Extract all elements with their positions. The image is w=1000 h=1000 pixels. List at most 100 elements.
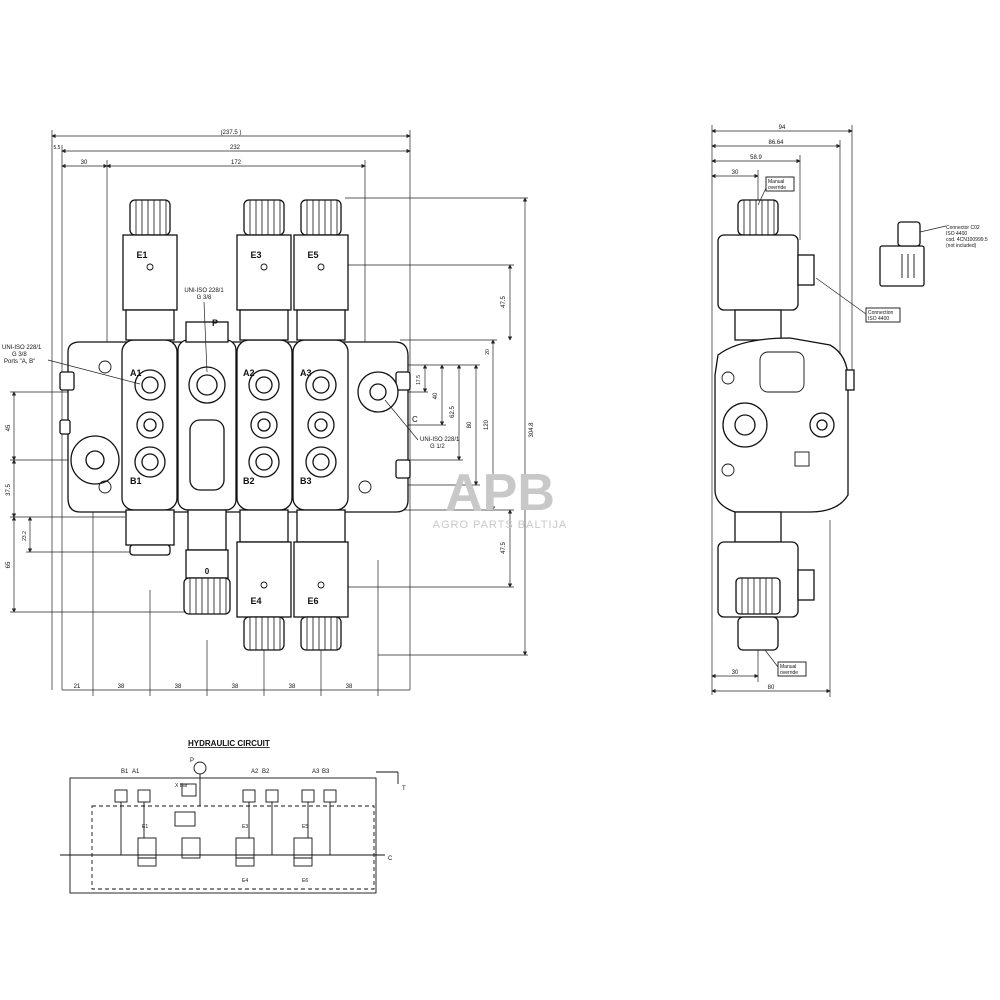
note-manual-override-bottom: Manual override [764,649,807,677]
relief-valve-knob: 0 [183,509,231,615]
dim-d: 17.5 [416,375,422,385]
manual-cap-section-1 [125,509,175,556]
front-view: (237.5 ) 232 5.5 30 172 21 38 [2,130,535,696]
note-top-port-line2: G 3/8 [197,295,212,301]
knob-label: 0 [205,567,210,576]
side-dim-bottom-1: 30 [732,670,739,676]
solenoid-e6: E6 [293,509,349,651]
side-connection-bottom [797,569,815,601]
dim-lower: 47.5 [501,542,507,554]
dim-a: 80 [467,421,473,428]
dim-bottom-2: 38 [118,684,125,690]
port-label-p: P [212,318,218,328]
note-c-port-line1: UNI-ISO 228/1 [420,437,460,443]
side-bottom-dimensions: 30 80 [711,520,831,697]
hc-label-c: C [388,856,393,862]
port-label-a2: A2 [243,368,255,378]
note-manual-override-top-l2: override [768,185,786,191]
hc-label-e4: E4 [242,878,248,884]
front-top-dimensions: (237.5 ) 232 5.5 30 172 [51,130,411,690]
dim-inner: 172 [231,160,242,166]
hc-section-3: A3 B3 E5 E6 [293,769,337,884]
dim-bottom-5: 38 [289,684,296,690]
port-label-a3: A3 [300,368,312,378]
front-right-dimensions: 304.8 47.5 47.5 120 80 62.5 40 17.5 20 [345,197,535,656]
dim-overall: 232 [230,145,241,151]
dim-upper: 47.5 [501,296,507,308]
side-dim-3: 58.9 [750,155,762,161]
watermark-logo: APB AGRO PARTS BALTIJA [433,464,568,531]
note-connector-l4: (not included) [946,243,977,249]
coil-label-e6: E6 [307,596,318,606]
hc-label-t: T [402,786,406,792]
coil-label-e3: E3 [250,250,261,260]
dim-left-c: 23.2 [22,531,28,541]
dim-c: 40 [433,392,439,399]
section-2 [236,339,293,511]
port-label-a1: A1 [130,368,142,378]
dim-total-height: 304.8 [529,422,535,438]
note-connection: Connection ISO 4400 [815,277,901,323]
note-connector-l1: Connector C02 [946,225,980,231]
port-label-b2: B2 [243,476,255,486]
side-dim-bottom-2: 80 [768,685,775,691]
note-connector-l3: cod. 4CN100999.5 [946,237,988,243]
dim-bottom-3: 38 [175,684,182,690]
dim-small-offset: 5.5 [54,145,61,151]
port-label-c: C [412,415,418,424]
dim-bottom-6: 38 [346,684,353,690]
note-work-ports: UNI-ISO 228/1 G 3/8 Ports "A, B" [2,345,141,385]
note-manual-override-top-l1: Manual [768,179,784,185]
section-inlet [177,321,237,511]
dim-left-a: 45 [6,424,12,431]
port-label-b3: B3 [300,476,312,486]
side-dim-4: 30 [732,170,739,176]
hc-label-e3: E3 [242,824,248,830]
side-dim-2: 86.64 [768,140,784,146]
hc-section-2: A2 B2 E3 E4 [235,769,279,884]
side-top-dimensions: 94 86.64 58.9 30 [711,125,853,695]
hc-label-e5: E5 [302,824,308,830]
dim-bottom-4: 38 [232,684,239,690]
hc-label-a1: A1 [132,769,140,775]
solenoid-e3: E3 [236,199,292,341]
hc-label-e1: E1 [142,824,148,830]
dim-bottom-1: 21 [74,684,81,690]
side-body [714,337,849,513]
hc-label-a2: A2 [251,769,259,775]
note-c-port: UNI-ISO 228/1 G 1/2 [384,399,460,450]
dim-left-d: 65 [6,561,12,568]
note-work-ports-line1: UNI-ISO 228/1 [2,345,42,351]
hc-label-p: P [190,758,194,764]
dim-b: 62.5 [450,406,456,418]
hc-label-b2: B2 [262,769,270,775]
front-bottom-dimensions: 21 38 38 38 38 38 [62,500,410,696]
dim-e: 20 [485,349,491,355]
coil-label-e1: E1 [136,250,147,260]
hc-section-1: B1 A1 E1 [114,769,157,867]
note-manual-override-bottom-l1: Manual [780,664,796,670]
note-top-port-line1: UNI-ISO 228/1 [184,288,224,294]
note-c-port-line2: G 1/2 [430,444,445,450]
dim-body: 120 [484,419,490,430]
solenoid-e4: E4 [236,509,292,651]
side-dim-1: 94 [779,125,786,131]
note-connection-l2: ISO 4400 [868,316,889,322]
side-view: 94 86.64 58.9 30 30 80 [711,125,988,697]
hydraulic-circuit: HYDRAULIC CIRCUIT B1 A1 E1 P X Bar [60,739,406,894]
watermark-logo-text: APB [445,464,555,522]
hydraulic-circuit-title: HYDRAULIC CIRCUIT [188,739,270,748]
coil-label-e4: E4 [250,596,261,606]
dim-left-offset: 30 [81,160,88,166]
solenoid-e5: E5 [293,199,349,341]
side-connection-top [797,254,815,286]
note-connector-l2: ISO 4400 [946,231,967,237]
dim-overall-ref: (237.5 ) [221,130,242,136]
note-connector: Connector C02 ISO 4400 cod. 4CN100999.5 … [879,221,988,287]
hc-relief-label: X Bar [175,783,188,789]
note-connection-l1: Connection [868,310,894,316]
watermark-subtitle: AGRO PARTS BALTIJA [433,519,568,531]
note-manual-override-top: Manual override [757,176,795,206]
coil-label-e5: E5 [307,250,318,260]
